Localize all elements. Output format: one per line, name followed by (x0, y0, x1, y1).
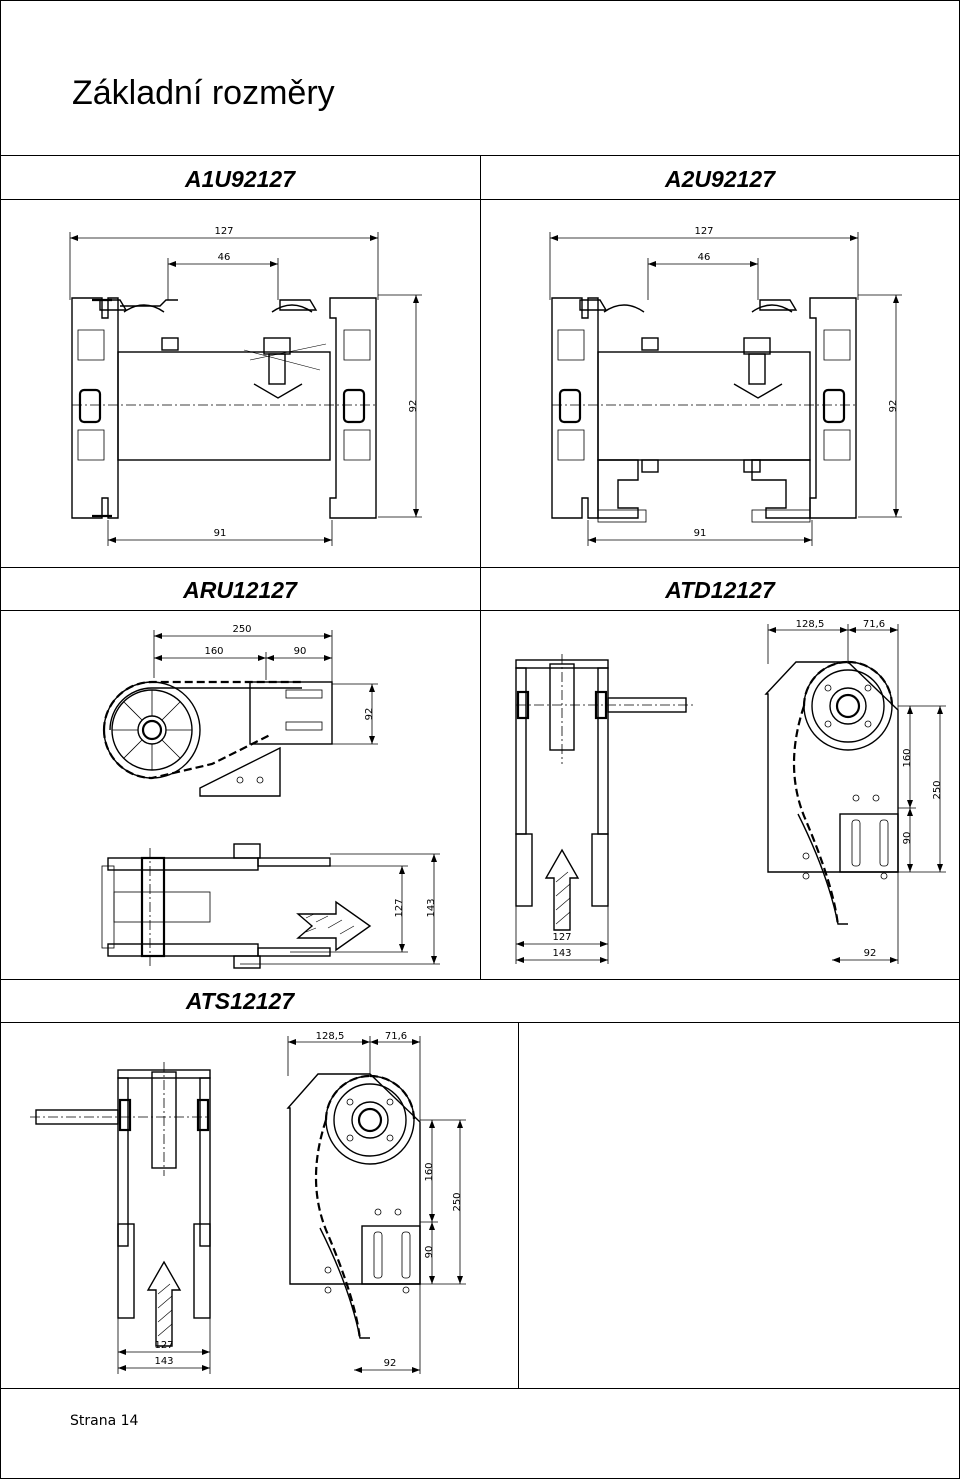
drawing-aru: 250 160 90 92 (101, 624, 440, 969)
dim-label: 90 (424, 1246, 435, 1259)
drawing-a2u: 127 46 92 91 (549, 226, 902, 546)
drawing-a1u: 127 46 92 91 (69, 226, 422, 546)
dim-label: 92 (364, 708, 375, 721)
dim-label: 91 (694, 528, 707, 539)
title-ats: ATS12127 (185, 988, 295, 1014)
divider-vertical (480, 155, 481, 979)
dim-label: 143 (154, 1356, 173, 1367)
dim-inner: 46 (647, 252, 759, 300)
dim-left: 160 (154, 646, 267, 680)
page-footer: Strana 14 (70, 1413, 139, 1429)
drawing-ats: 127 143 128,5 71,6 160 90 250 (30, 1031, 466, 1374)
bottom-rail-clamps (597, 459, 811, 523)
dim-width-bottom: 91 (107, 520, 333, 546)
dim-label: 127 (552, 932, 571, 943)
dim-label: 127 (214, 226, 233, 237)
chain (102, 680, 302, 780)
dim-width-bottom: 91 (587, 520, 813, 546)
dim-top-right: 71,6 (370, 1031, 421, 1122)
side-view (101, 843, 331, 969)
dim-label: 127 (694, 226, 713, 237)
title-atd: ATD12127 (665, 577, 775, 603)
dim-label: 90 (902, 832, 913, 845)
dim-label: 91 (214, 528, 227, 539)
dim-label: 71,6 (385, 1031, 407, 1042)
screw-assembly (161, 337, 327, 399)
divider-footer (0, 1388, 960, 1389)
title-a1u: A1U92127 (185, 166, 295, 192)
divider-row3-title (0, 1022, 960, 1023)
dim-inner: 127 (290, 865, 408, 953)
dim-inner: 127 (118, 1340, 210, 1355)
dim-total: 250 (898, 705, 946, 873)
dim-inner: 46 (167, 252, 279, 300)
dim-height: 92 (332, 683, 378, 745)
dim-lower: 90 (898, 807, 916, 872)
dim-label: 46 (218, 252, 231, 263)
dim-lower: 90 (420, 1221, 438, 1284)
dim-top-left: 128,5 (767, 619, 849, 664)
mounting-plates (199, 681, 333, 797)
profile-right (809, 297, 857, 519)
dim-label: 46 (698, 252, 711, 263)
dim-height: 92 (378, 294, 422, 518)
divider-row2-bottom (0, 979, 960, 980)
title-a2u: A2U92127 (665, 166, 775, 192)
dim-label: 92 (888, 400, 899, 413)
dim-bottom: 92 (832, 872, 899, 964)
dim-label: 160 (204, 646, 223, 657)
top-rail-clamps (99, 299, 318, 313)
carriage-body (72, 351, 376, 461)
dim-label: 90 (294, 646, 307, 657)
dim-label: 127 (154, 1340, 173, 1351)
dim-right: 90 (266, 646, 332, 661)
dim-bottom: 92 (354, 1284, 421, 1374)
profile-right (329, 297, 377, 519)
drawing-atd: 127 143 128,5 71,6 160 90 250 (515, 619, 946, 964)
front-view (515, 654, 696, 907)
dim-label: 127 (394, 898, 405, 917)
dim-height: 92 (858, 294, 902, 518)
divider-vertical-row3 (518, 1022, 519, 1388)
dim-label: 250 (932, 780, 943, 799)
dim-top-left: 128,5 (287, 1031, 371, 1076)
dim-label: 250 (452, 1192, 463, 1211)
dim-label: 160 (902, 748, 913, 767)
dim-label: 160 (424, 1162, 435, 1181)
side-view (764, 660, 899, 927)
dim-label: 92 (408, 400, 419, 413)
dim-total: 250 (420, 1119, 466, 1285)
dim-top-right: 71,6 (848, 619, 899, 710)
dim-label: 143 (426, 898, 437, 917)
carriage-body (552, 351, 856, 461)
dim-label: 250 (232, 624, 251, 635)
dim-label: 92 (384, 1358, 397, 1369)
dim-outer: 143 (515, 906, 609, 964)
dim-label: 71,6 (863, 619, 885, 630)
front-view (30, 1062, 211, 1319)
dim-width-top: 127 (69, 226, 379, 300)
dim-label: 92 (864, 948, 877, 959)
dim-label: 143 (552, 948, 571, 959)
dim-inner: 127 (516, 932, 608, 947)
dim-upper: 160 (424, 1120, 435, 1222)
dim-outer: 143 (117, 1318, 211, 1374)
arrow-direction-icon (296, 900, 372, 952)
dim-outer: 143 (240, 853, 440, 965)
dim-upper: 160 (902, 706, 913, 808)
screw-assembly (641, 337, 783, 473)
title-aru: ARU12127 (183, 577, 297, 603)
side-view (286, 1073, 421, 1341)
arrow-up-icon (544, 848, 580, 931)
dim-label: 128,5 (796, 619, 825, 630)
arrow-up-icon (146, 1260, 182, 1347)
dim-width-top: 127 (549, 226, 859, 300)
page-title: Základní rozměry (72, 74, 335, 112)
top-rail-clamps (579, 299, 798, 313)
dim-label: 128,5 (316, 1031, 345, 1042)
